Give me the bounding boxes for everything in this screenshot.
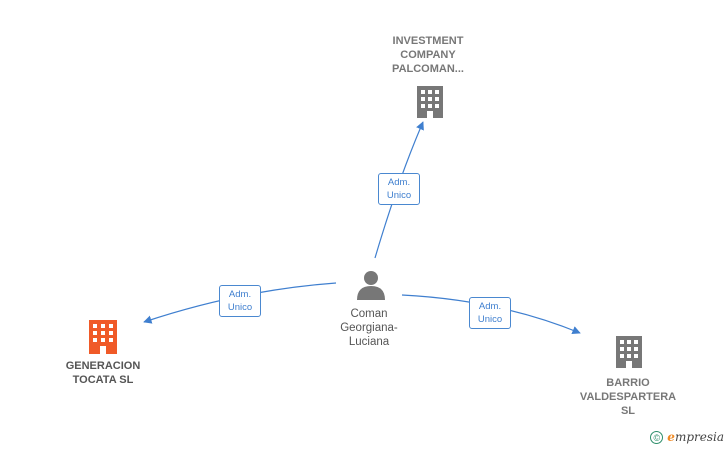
node-label-investment[interactable]: INVESTMENT COMPANY PALCOMAN... — [392, 35, 464, 75]
node-label-generacion[interactable]: GENERACION TOCATA SL — [65, 360, 141, 386]
edge-badge-role: Adm. — [228, 289, 252, 300]
edge-badge-investment: Adm. Unico — [378, 173, 420, 205]
brand-logo-initial: e — [667, 430, 675, 444]
node-label-person[interactable]: Coman Georgiana- Luciana — [340, 308, 398, 348]
building-icon[interactable] — [616, 336, 642, 368]
brand-logo[interactable]: empresia — [667, 430, 724, 444]
copyright-icon: © — [650, 430, 664, 444]
brand-logo-rest: mpresia — [674, 430, 724, 444]
building-icon[interactable] — [89, 320, 117, 354]
brand-footer: © empresia — [650, 430, 724, 444]
building-icon[interactable] — [417, 86, 443, 118]
edge-badge-role-type: Unico — [227, 302, 253, 313]
edge-badge-generacion: Adm. Unico — [219, 285, 261, 317]
edge-badge-role-type: Unico — [477, 314, 503, 325]
person-icon[interactable] — [357, 271, 385, 300]
edge-badge-barrio: Adm. Unico — [469, 297, 511, 329]
node-label-barrio[interactable]: BARRIO VALDESPARTERA SL — [579, 377, 677, 417]
edge-badge-role: Adm. — [387, 177, 411, 188]
edge-badge-role: Adm. — [478, 301, 502, 312]
edge-badge-role-type: Unico — [386, 190, 412, 201]
